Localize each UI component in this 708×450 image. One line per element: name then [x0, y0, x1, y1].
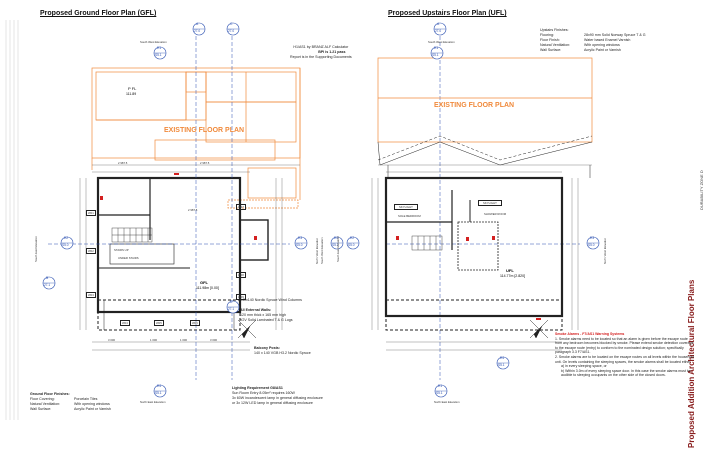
- upper-sw-elevation-label: South West Elevation: [428, 40, 455, 44]
- ground-walls: [96, 176, 269, 331]
- upper-existing-plan: [377, 57, 593, 143]
- ground-pfl-label: P FL: [128, 86, 137, 91]
- north-arrow-upper: [529, 319, 549, 339]
- ground-stairs: [111, 227, 153, 243]
- elevation-marker-b-ground: B 27.1: [42, 276, 56, 295]
- ground-finishes-schedule: Ground Floor Finishes: Floor Covering:Po…: [30, 392, 111, 411]
- upper-existing-floor-plan-label: EXISTING FLOOR PLAN: [434, 102, 515, 109]
- margin-notes: [5, 20, 19, 420]
- ground-pfl-level: 111.89: [126, 92, 137, 96]
- upper-bedroom-label: SOLE BEDROOM: [398, 214, 421, 218]
- ground-dim-top-1: 2 987.5: [118, 161, 128, 165]
- upper-shower-room-label: SHOWER ROOM: [484, 212, 507, 216]
- window-tag-w01: W01: [86, 210, 96, 216]
- upper-walls: [384, 176, 564, 331]
- window-tag-w06: W06: [190, 320, 200, 326]
- wind-columns-note: 140x140 Nordic Spruce Wind Columns: [240, 298, 302, 302]
- elevation-marker-e1-upper: E1 S5.1: [430, 46, 444, 65]
- lighting-requirement-note: Lighting Requirement G8/AS1 Sun Room Ent…: [232, 386, 323, 405]
- upper-roof: [377, 135, 593, 178]
- ground-se-elevation-label: South East Elevation: [34, 236, 38, 262]
- elevation-marker-c-ground: C 27.0: [226, 22, 240, 41]
- ground-floor-title: Proposed Ground Floor Plan (GFL): [40, 10, 157, 17]
- upstairs-finishes-schedule: Upstairs Finishes: Flooring:28x90 mm Sol…: [540, 28, 646, 52]
- window-tag-w09: W09: [236, 294, 246, 300]
- section-lines: [48, 36, 580, 380]
- window-tag-w04: W04: [120, 320, 130, 326]
- upper-nw-elevation-label: North West Elevation: [603, 237, 607, 264]
- elevation-marker-e3-upper: E3 S5.0: [586, 236, 600, 255]
- window-tag-w07: W07: [236, 204, 246, 210]
- upper-skylight-2: SKYLIGHT: [478, 200, 502, 206]
- smoke-alarm-markers: [100, 173, 541, 320]
- smoke-alarm-note: Smoke Alarms - F7/AS1 Warning Systems 1.…: [555, 332, 695, 378]
- elevation-marker-e2-ground: E2 S5.0: [60, 236, 74, 255]
- ground-gfl-level: 111.98m [0.00]: [196, 286, 219, 290]
- ground-swn-elevation-label: South West Elevation: [320, 237, 324, 264]
- upper-dimensions: [371, 164, 592, 351]
- balcony-posts-note: Balcony Posts: 140 x 140 VGB H3.2 Nordic…: [254, 346, 311, 355]
- elevation-marker-e1-ground: E1 S5.1: [153, 46, 167, 65]
- window-tag-w02: W02: [86, 248, 96, 254]
- ground-nw-elevation-label: North West Elevation: [315, 237, 319, 264]
- ground-stairs-up-label: STAIRS UP: [114, 248, 129, 252]
- ground-existing-floor-plan-label: EXISTING FLOOR PLAN: [164, 127, 245, 134]
- ground-dim-bottom-2: 1 000: [150, 338, 157, 342]
- upper-ufl-level: 114.77m [2.820]: [500, 274, 526, 278]
- elevation-marker-e4-ground: E4 S5.1: [153, 384, 167, 403]
- window-tag-w03: W03: [86, 292, 96, 298]
- upper-se-elevation-label: South East Elevation: [336, 236, 340, 262]
- ground-dim-top-2: 2 987.5: [200, 161, 210, 165]
- external-walls-note: All External Walls: 120 mm thick x 165 m…: [240, 308, 293, 322]
- elevation-marker-a-upper: A 27.0: [433, 22, 447, 41]
- upper-ufl-label: UFL: [506, 268, 514, 273]
- ground-ne-elevation-label: North East Elevation: [140, 400, 166, 404]
- north-arrow-ground: [237, 319, 257, 339]
- elevation-marker-e1-upper-bottom: E1 S5.1: [434, 384, 448, 403]
- ground-dim-bottom-3: 1 000: [180, 338, 187, 342]
- elevation-marker-e3-ground: E3 S5.0: [294, 236, 308, 255]
- ground-dim-bottom-4: 3 000: [210, 338, 217, 342]
- elevation-marker-d-ground: D 27.1: [226, 300, 240, 319]
- ground-gfl-label: GFL: [200, 280, 208, 285]
- ground-dim-bottom-1: 3 000: [108, 338, 115, 342]
- h1-calculation-note: H1/AS1 by BRANZ ALF Calculator BPI is 1.…: [290, 45, 352, 59]
- elevation-marker-e4-upper: E4 S5.1: [496, 356, 510, 375]
- ground-sw-elevation-label: South West Elevation: [140, 40, 167, 44]
- upstairs-floor-title: Proposed Upstairs Floor Plan (UFL): [388, 10, 507, 17]
- elevation-marker-a-ground: A 27.0: [192, 22, 206, 41]
- ground-under-stairs-label: UNDER STAIRS: [118, 256, 139, 260]
- upper-stairs: [411, 235, 443, 251]
- window-tag-w05: W05: [154, 320, 164, 326]
- upper-ne-elevation-label: North East Elevation: [434, 400, 460, 404]
- ground-dim-top-3: 2 987.5: [188, 208, 198, 212]
- elevation-marker-e2-upper: E2 S5.0: [346, 236, 360, 255]
- elevation-marker-e4-upper-left: E4 S5.1: [330, 236, 344, 255]
- window-tag-w08: W08: [236, 272, 246, 278]
- upper-skylight-1: SKYLIGHT: [394, 204, 418, 210]
